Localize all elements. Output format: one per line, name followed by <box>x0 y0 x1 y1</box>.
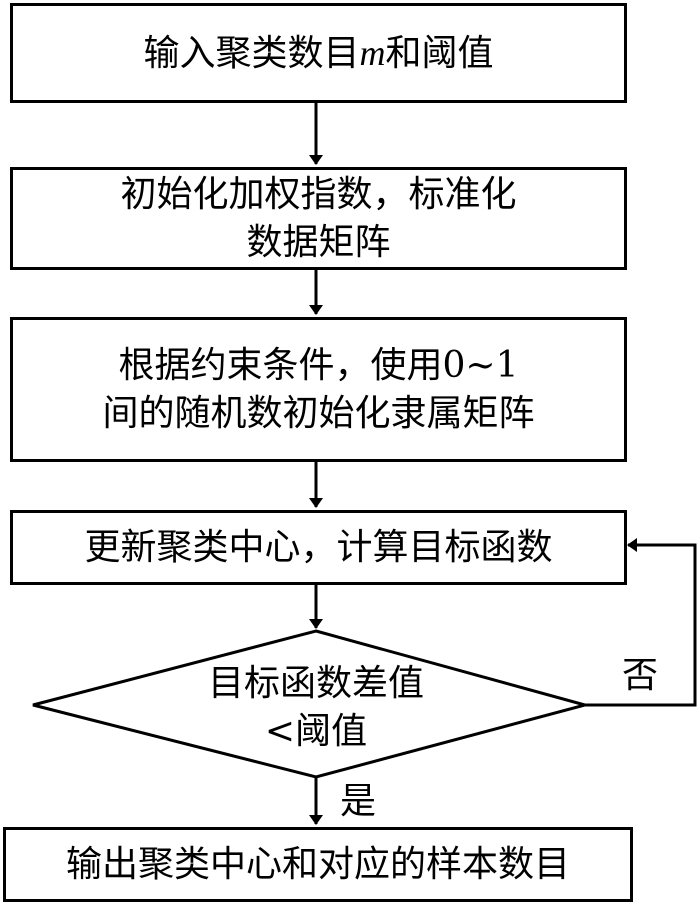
step-output-text: 输出聚类中心和对应的样本数目 <box>65 843 570 885</box>
step-input-text: 输入聚类数目m和阈值 <box>143 32 494 74</box>
decision-line1: 目标函数差值 <box>207 663 424 704</box>
decision-text: 目标函数差值 <阈值 <box>166 660 466 756</box>
step-init-weight-line2: 数据矩阵 <box>246 221 391 263</box>
step-init-membership-line2: 间的随机数初始化隶属矩阵 <box>102 392 535 434</box>
loop-back-no <box>585 538 697 707</box>
step-init-weight-line1: 初始化加权指数，标准化 <box>120 173 517 215</box>
decision-line2: <阈值 <box>264 711 368 752</box>
step-update-text: 更新聚类中心，计算目标函数 <box>84 526 553 568</box>
no-label: 否 <box>622 655 659 696</box>
step-init-membership-line1: 根据约束条件，使用0~1 <box>118 344 519 386</box>
yes-label: 是 <box>340 781 377 822</box>
step-init-weight-box: 初始化加权指数，标准化 数据矩阵 <box>10 167 627 270</box>
step-update-box: 更新聚类中心，计算目标函数 <box>10 510 627 585</box>
step-init-membership-box: 根据约束条件，使用0~1 间的随机数初始化隶属矩阵 <box>10 317 627 462</box>
step-output-box: 输出聚类中心和对应的样本数目 <box>3 827 633 902</box>
step-input-box: 输入聚类数目m和阈值 <box>10 3 627 103</box>
